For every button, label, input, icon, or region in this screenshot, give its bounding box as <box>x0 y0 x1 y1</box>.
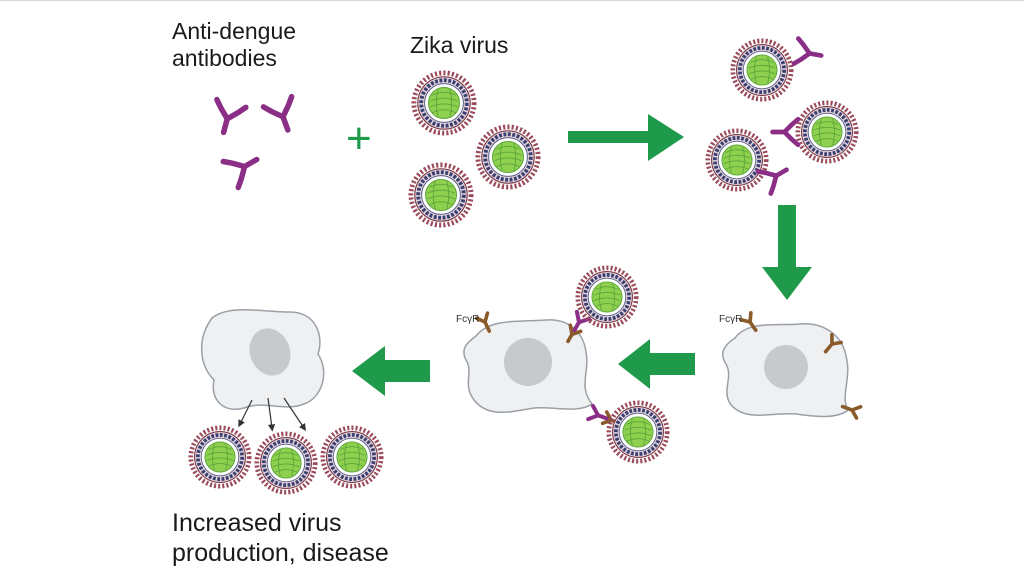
cell-nucleus <box>504 338 552 386</box>
top-border <box>0 0 1024 1</box>
antibodies-label-line1: Anti-dengue <box>172 18 297 44</box>
antibodies-label: Anti-dengue antibodies <box>172 18 296 72</box>
process-arrow-icon <box>618 339 695 389</box>
plus-sign: + <box>346 114 372 163</box>
antibody-icon <box>758 159 793 194</box>
zika-virion-icon <box>578 268 636 326</box>
zika-virion-icon <box>609 403 667 461</box>
antibody-icon <box>209 100 246 137</box>
zika-virion-icon <box>708 131 766 189</box>
outcome-label-line1: Increased virus <box>172 509 342 537</box>
antibody-icon <box>263 97 301 135</box>
release-arrow-icon <box>238 399 253 428</box>
zika-virion-icon <box>733 41 791 99</box>
zika-virion-icon <box>257 434 315 492</box>
release-arrows <box>238 397 306 432</box>
antibody-icon <box>794 39 824 69</box>
outcome-label-line2: production, disease <box>172 539 389 567</box>
fc-receptor-label: FcγR <box>719 314 742 325</box>
cell-nucleus <box>764 345 808 389</box>
process-arrow-icon <box>762 205 812 300</box>
antibody-icon <box>773 119 799 145</box>
antibodies-label-line2: antibodies <box>172 45 277 71</box>
virus-label: Zika virus <box>410 32 509 58</box>
zika-virion-icon <box>323 428 381 486</box>
zika-virion-icon <box>191 428 249 486</box>
release-arrow-icon <box>267 397 276 432</box>
outcome-label: Increased virus production, disease <box>172 508 389 568</box>
zika-virion-icon <box>798 103 856 161</box>
release-arrow-icon <box>283 397 306 431</box>
antibody-icon <box>223 147 264 188</box>
process-arrow-icon <box>568 114 684 161</box>
fc-receptor-label: FcγR <box>456 314 479 325</box>
zika-virion-icon <box>411 165 471 225</box>
zika-virion-icon <box>414 73 474 133</box>
process-arrow-icon <box>352 346 430 396</box>
cell-nucleus <box>249 328 291 376</box>
zika-virion-icon <box>478 127 538 187</box>
